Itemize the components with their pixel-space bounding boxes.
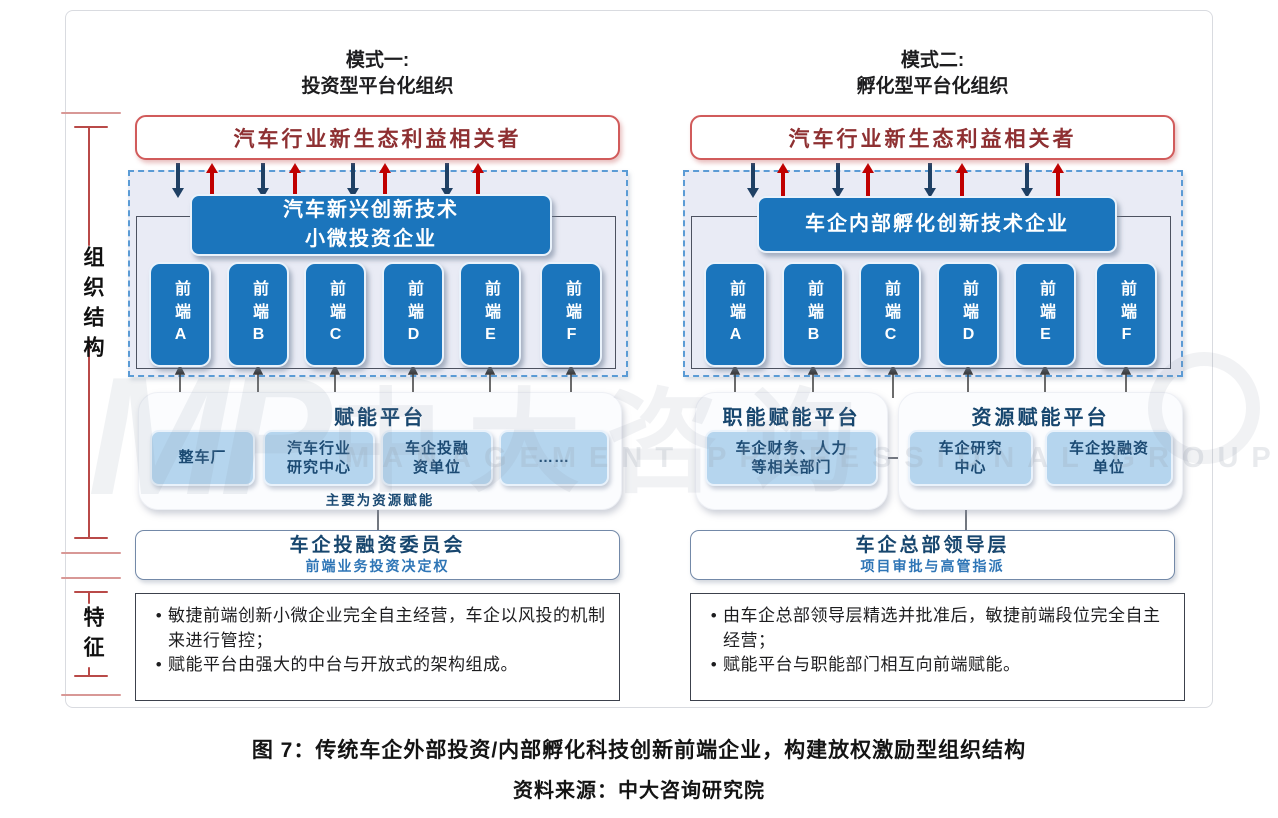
mode2-research-box: 车企研究 中心 <box>908 430 1033 486</box>
frontend-label: 前端A <box>727 279 744 350</box>
frontend-label: 前端D <box>960 279 977 350</box>
mode1-incubator-label: 汽车新兴创新技术 小微投资企业 <box>283 199 459 250</box>
mode1-frontend-a: 前端A <box>149 262 211 367</box>
leadership-subtitle: 项目审批与高管指派 <box>860 558 1005 575</box>
figure-caption: 图 7：传统车企外部投资/内部孵化科技创新前端企业，构建放权激励型组织结构 <box>251 739 1027 762</box>
mode1-research-box: 汽车行业 研究中心 <box>263 430 375 486</box>
mode2-stakeholder-label: 汽车行业新生态利益相关者 <box>788 127 1077 151</box>
committee-title: 车企投融资委员会 <box>289 534 466 556</box>
mode2-frontend-a: 前端A <box>704 262 766 367</box>
mode2-frontend-d: 前端D <box>937 262 999 367</box>
frontend-label: 前端C <box>882 279 899 350</box>
frontend-label: 前端C <box>327 279 344 350</box>
frontend-label: 前端B <box>805 279 822 350</box>
feature-item: • 由车企总部领导层精选并批准后，敏捷前端段位完全自主经营； <box>705 604 1172 653</box>
feature-text: 敏捷前端创新小微企业完全自主经营，车企以风投的机制来进行管控； <box>168 606 606 650</box>
mode1-features-box: •敏捷前端创新小微企业完全自主经营，车企以风投的机制来进行管控； •赋能平台由强… <box>135 593 620 701</box>
functional-platform-title: 职能赋能平台 <box>722 407 861 429</box>
mode1-ellipsis-box: …… <box>499 430 609 486</box>
feature-text: 赋能平台由强大的中台与开放式的架构组成。 <box>168 655 518 675</box>
bullet-icon: • <box>155 655 163 675</box>
frontend-label: 前端E <box>1037 279 1054 350</box>
mode1-invest-unit-box: 车企投融 资单位 <box>381 430 493 486</box>
mode2-incubator-box: 车企内部孵化创新技术企业 <box>757 196 1117 253</box>
mode2-incubator-label: 车企内部孵化创新技术企业 <box>805 213 1069 235</box>
frontend-label: 前端E <box>482 279 499 350</box>
bullet-icon: • <box>155 606 163 625</box>
mode1-stakeholder-box: 汽车行业新生态利益相关者 <box>135 115 620 160</box>
mode1-platform-caption: 主要为资源赋能 <box>325 493 435 508</box>
side-label-features: 特征 <box>81 606 104 666</box>
frontend-label: 前端A <box>172 279 189 350</box>
mode2-frontend-b: 前端B <box>782 262 844 367</box>
mode1-oem-box: 整车厂 <box>150 430 255 486</box>
feature-item: •赋能平台由强大的中台与开放式的架构组成。 <box>150 653 607 678</box>
mode1-frontend-c: 前端C <box>304 262 366 367</box>
frontend-label: 前端D <box>405 279 422 350</box>
mode1-incubator-box: 汽车新兴创新技术 小微投资企业 <box>190 194 552 256</box>
mode1-frontend-e: 前端E <box>459 262 521 367</box>
mode1-committee-box: 车企投融资委员会 前端业务投资决定权 <box>135 530 620 580</box>
leadership-title: 车企总部领导层 <box>855 534 1010 556</box>
mode1-frontend-b: 前端B <box>227 262 289 367</box>
sub-box-label: 车企投融 资单位 <box>404 439 469 477</box>
side-label-structure: 组织结构 <box>81 246 104 366</box>
mode2-frontend-f: 前端F <box>1095 262 1157 367</box>
frontend-label: 前端B <box>250 279 267 350</box>
bullet-icon: • <box>710 655 718 675</box>
mode1-frontend-f: 前端F <box>540 262 602 367</box>
mode2-stakeholder-box: 汽车行业新生态利益相关者 <box>690 115 1175 160</box>
frontend-label: 前端F <box>563 279 580 350</box>
sub-box-label: 车企投融资 单位 <box>1068 439 1149 477</box>
sub-box-label: …… <box>538 449 570 467</box>
sub-box-label: 整车厂 <box>178 449 227 467</box>
mode2-title: 模式二: 孵化型平台化组织 <box>856 50 1009 98</box>
mode1-platform-title: 赋能平台 <box>334 407 426 429</box>
feature-item: • 敏捷前端创新小微企业完全自主经营，车企以风投的机制来进行管控； <box>150 604 607 653</box>
feature-item: •赋能平台与职能部门相互向前端赋能。 <box>705 653 1172 678</box>
bullet-icon: • <box>710 606 718 625</box>
mode2-invest-unit-box: 车企投融资 单位 <box>1045 430 1173 486</box>
source-caption: 资料来源：中大咨询研究院 <box>513 780 765 802</box>
sub-box-label: 车企财务、人力 等相关部门 <box>735 439 848 477</box>
frontend-label: 前端F <box>1118 279 1135 350</box>
mode1-title: 模式一: 投资型平台化组织 <box>301 50 454 98</box>
mode1-stakeholder-label: 汽车行业新生态利益相关者 <box>233 127 522 151</box>
mode1-frontend-d: 前端D <box>382 262 444 367</box>
mode2-features-box: •由车企总部领导层精选并批准后，敏捷前端段位完全自主经营； •赋能平台与职能部门… <box>690 593 1185 701</box>
mode2-hq-leadership-box: 车企总部领导层 项目审批与高管指派 <box>690 530 1175 580</box>
mode2-frontend-c: 前端C <box>859 262 921 367</box>
sub-box-label: 汽车行业 研究中心 <box>286 439 351 477</box>
feature-text: 赋能平台与职能部门相互向前端赋能。 <box>723 655 1021 675</box>
feature-text: 由车企总部领导层精选并批准后，敏捷前端段位完全自主经营； <box>723 606 1161 650</box>
resource-platform-title: 资源赋能平台 <box>971 407 1110 429</box>
mode2-finance-hr-box: 车企财务、人力 等相关部门 <box>705 430 878 486</box>
committee-subtitle: 前端业务投资决定权 <box>305 558 450 575</box>
mode2-frontend-e: 前端E <box>1014 262 1076 367</box>
sub-box-label: 车企研究 中心 <box>938 439 1003 477</box>
